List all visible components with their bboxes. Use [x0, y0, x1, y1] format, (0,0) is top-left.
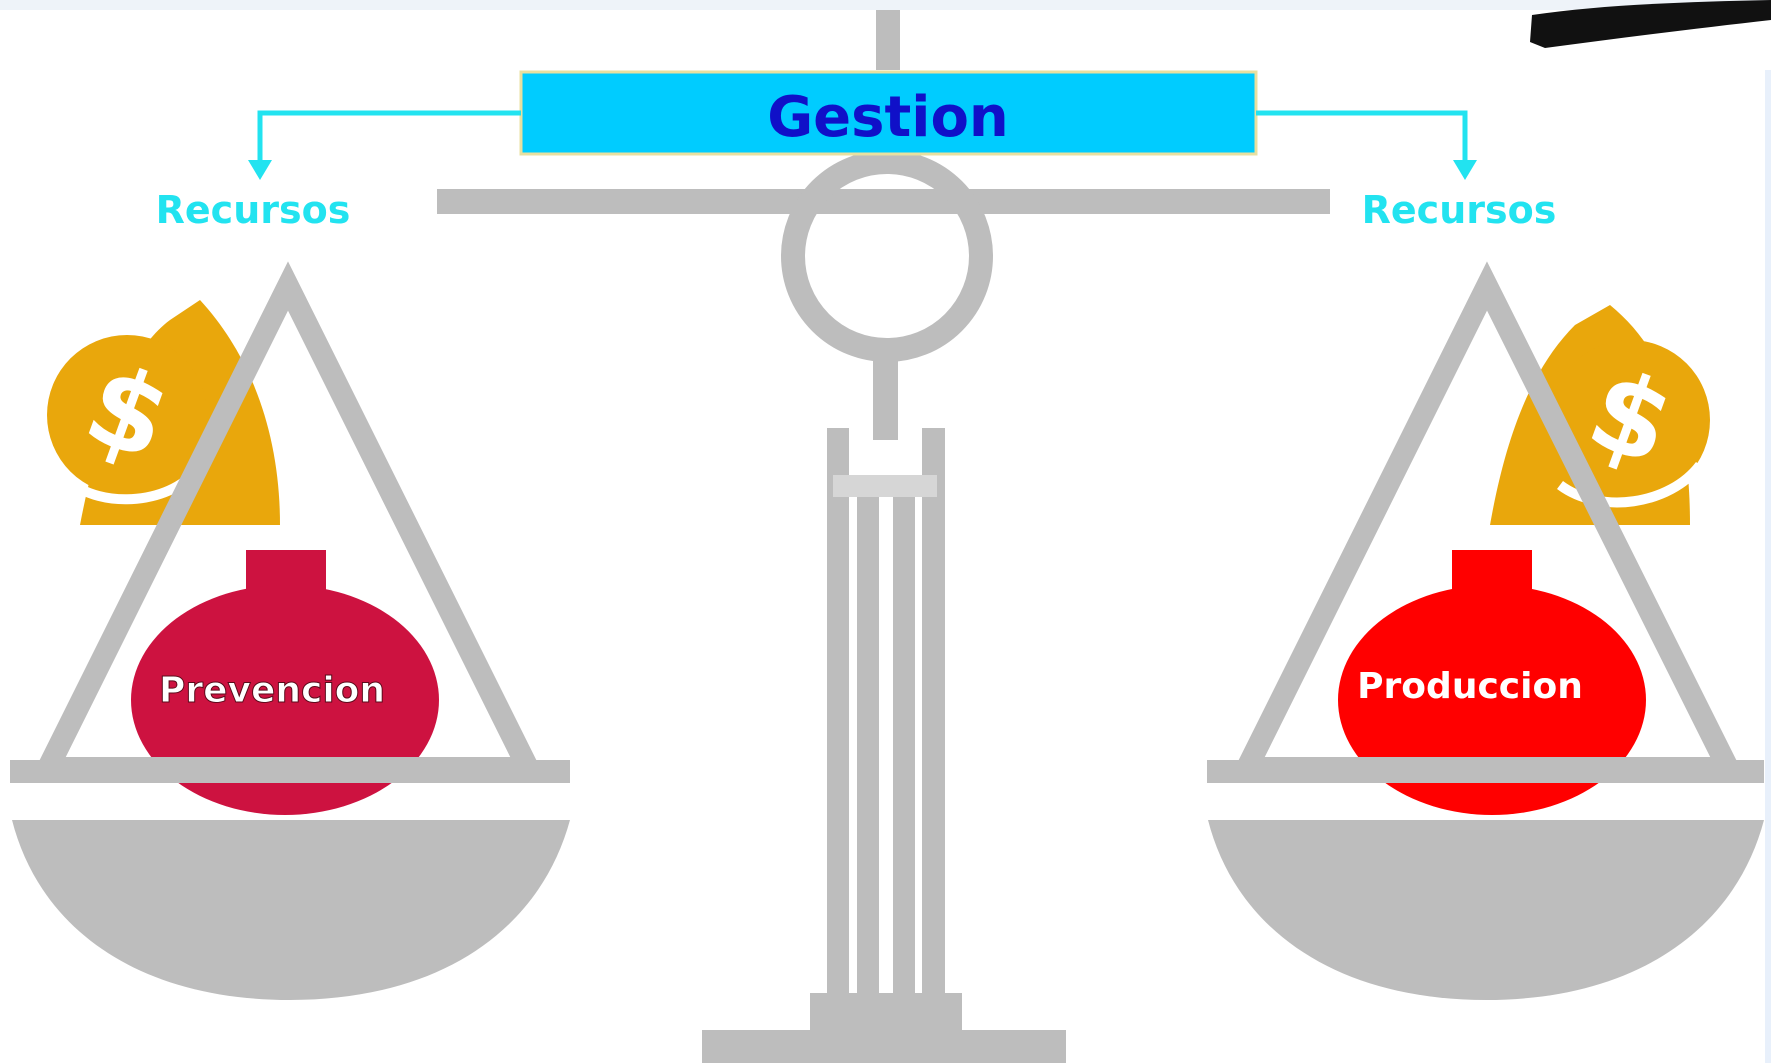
left-scale-pan: Prevencion — [10, 261, 570, 1000]
left-arrow-icon — [248, 110, 521, 180]
brush-stroke — [1530, 0, 1771, 48]
right-resource-label: Recursos — [1362, 188, 1557, 232]
title-box: Gestion — [519, 70, 1258, 156]
title-text: Gestion — [767, 85, 1009, 150]
right-edge — [1765, 70, 1771, 1063]
scale-stand — [437, 10, 1330, 1063]
right-arrow-icon — [1256, 110, 1477, 180]
scale-beam — [437, 189, 1330, 214]
top-strip — [0, 0, 1771, 10]
money-bag-icon: $ — [47, 300, 280, 525]
money-bag-icon: $ — [1490, 305, 1710, 525]
left-weight-label: Prevencion — [159, 670, 385, 711]
right-weight-label: Produccion — [1357, 666, 1583, 707]
left-resource-label: Recursos — [156, 188, 351, 232]
right-scale-pan: Produccion — [1207, 261, 1764, 1000]
